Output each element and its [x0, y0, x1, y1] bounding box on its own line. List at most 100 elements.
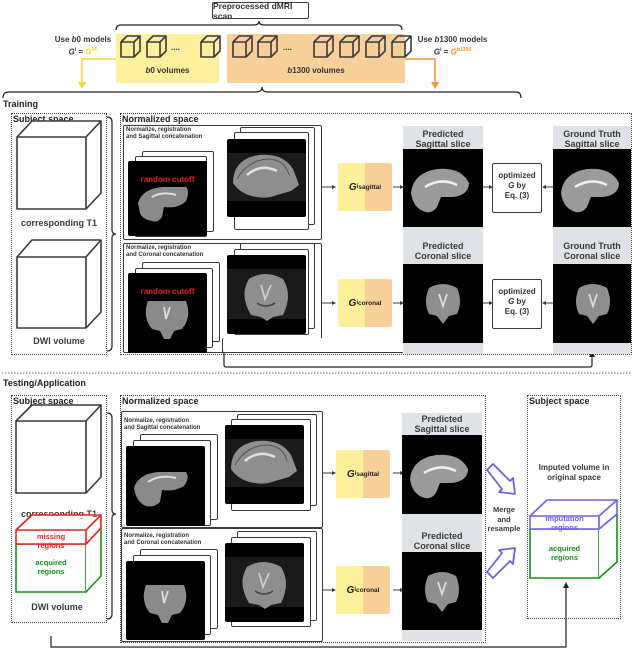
training-predicted-sagittal-title: Predicted Sagittal slice	[403, 129, 483, 149]
title-line2: Coronal slice	[413, 541, 471, 551]
testing-predicted-coronal-image	[402, 552, 482, 630]
title-line2: Sagittal slice	[415, 139, 471, 149]
training-optimize-coronal-box: optimized G by Eq. (3)	[492, 279, 542, 329]
training-sagittal-dwi-image: random cutoff	[128, 161, 207, 236]
b0-note-line1: Use b0 models	[54, 35, 112, 44]
testing-coronal-t1-image	[225, 543, 304, 622]
imputed-volume-cube-icon	[529, 499, 618, 579]
training-subject-space-title: Subject space	[13, 114, 74, 124]
testing-normalized-space-panel: Normalized space	[120, 395, 486, 643]
testing-inner-brace	[106, 412, 117, 620]
testing-sagittal-t1-image	[225, 425, 304, 504]
sup-b1300: b1300	[456, 47, 472, 53]
testing-loop-arrow	[50, 586, 567, 648]
output-acquired-regions-label: acquired regions	[530, 544, 599, 562]
coronal-t1-brain-icon	[227, 269, 306, 321]
testing-predicted-sagittal-title: Predicted Sagittal slice	[402, 414, 482, 434]
sagittal-t1-brain-icon	[227, 153, 306, 201]
caption-line2: and Coronal concatenation	[126, 252, 204, 258]
sub: sagittal	[356, 470, 380, 478]
random-cutoff-label: random cutoff	[140, 287, 195, 296]
testing-predicted-coronal-title: Predicted Coronal slice	[402, 531, 482, 551]
training-dwi-label: DWI volume	[33, 336, 85, 346]
training-section-label: Training	[3, 99, 39, 109]
training-gt-coronal-image	[553, 264, 631, 343]
g-symbol: G	[348, 297, 357, 309]
testing-sagittal-caption: Normalize, registration and Sagittal con…	[124, 418, 200, 432]
sup: i	[356, 300, 358, 306]
acquired-line2: regions	[37, 567, 65, 576]
testing-t1-label: corresponding T1	[20, 509, 97, 519]
b1300-note-line1: Use b1300 models	[417, 35, 488, 44]
imputed-line2: original space	[547, 473, 601, 482]
testing-predicted-sagittal-image	[402, 435, 482, 514]
coronal-brain-cutoff-icon	[145, 301, 189, 339]
imputed-volume-label: Imputed volume in original space	[528, 463, 620, 483]
title-line2: Coronal slice	[563, 251, 621, 261]
g-symbol: G	[346, 584, 355, 596]
b0-ellipsis: ....	[171, 43, 180, 52]
testing-dwi-label: DWI volume	[31, 602, 83, 612]
b0-note-line2: Gi = Gb0	[52, 45, 114, 58]
merge-arrow-down-icon	[486, 463, 516, 495]
output-acquired-line1: acquired	[548, 544, 581, 553]
merge-line1: Merge	[492, 505, 516, 514]
g-symbol: G	[346, 468, 355, 480]
b1300-model-note: Use b1300 models Gi = Gb1300	[410, 35, 495, 58]
title-line2: Sagittal slice	[564, 139, 620, 149]
training-gt-coronal-title: Ground Truth Coronal slice	[553, 241, 631, 261]
training-sagittal-caption: Normalize, registration and Sagittal con…	[126, 127, 202, 141]
b1300-ellipsis: ....	[283, 43, 292, 52]
training-gt-sagittal-image	[553, 149, 631, 227]
title-line1: Predicted	[421, 531, 463, 541]
volume-cube-icon	[200, 35, 222, 60]
b1300-label-text: b1300 volumes	[287, 66, 345, 75]
merge-resample-label: Merge and resample	[487, 505, 521, 534]
b0-model-note: Use b0 models Gi = Gb0	[52, 35, 114, 58]
sagittal-brain-icon	[561, 168, 619, 213]
missing-line2: regions	[37, 541, 65, 550]
caption-line1: Normalize, registration	[124, 533, 190, 539]
training-coronal-t1-image	[227, 255, 306, 334]
sub: coronal	[355, 586, 380, 594]
merge-line2: and	[497, 514, 511, 524]
volume-cube-icon	[146, 35, 168, 60]
coronal-brain-partial-icon	[143, 585, 187, 623]
sup: i	[356, 184, 359, 190]
dmri-scan-title: Preprocessed dMRI scan	[213, 0, 293, 21]
b1300-arrow-head	[431, 82, 439, 89]
coronal-brain-icon	[425, 572, 459, 612]
b1300-volumes-label: b1300 volumes	[227, 66, 405, 75]
title-line2: Coronal slice	[414, 251, 472, 261]
training-optimize-sagittal-box: optimized G by Eq. (3)	[492, 163, 542, 213]
testing-coronal-dwi-image	[126, 561, 205, 640]
missing-line1: missing	[36, 532, 66, 541]
training-brace	[2, 86, 522, 99]
training-loop-arrow	[223, 352, 593, 368]
b1300-note-line2: Gi = Gb1300	[410, 45, 495, 58]
sub: coronal	[357, 299, 382, 307]
volume-cube-icon	[257, 35, 279, 60]
volume-cube-icon	[391, 35, 413, 60]
sup-b0: b0	[91, 47, 98, 53]
training-inner-brace	[106, 116, 117, 352]
sagittal-brain-partial-icon	[134, 472, 188, 507]
caption-line1: Normalize, registration	[124, 418, 190, 424]
acquired-regions-label: acquired regions	[16, 558, 86, 576]
title-line1: Predicted	[421, 414, 463, 424]
output-subject-space-title: Subject space	[529, 396, 590, 406]
g-symbol: G	[433, 47, 441, 57]
opt-line2: G by	[493, 181, 541, 191]
volume-cube-icon	[365, 35, 387, 60]
opt-by: by	[514, 297, 526, 306]
opt-by: by	[514, 181, 526, 190]
b0-arrow	[81, 58, 116, 84]
g-b0-symbol: G	[85, 47, 92, 57]
training-normalized-space-panel: Normalized space	[120, 113, 632, 355]
title-line1: Ground Truth	[563, 241, 621, 251]
